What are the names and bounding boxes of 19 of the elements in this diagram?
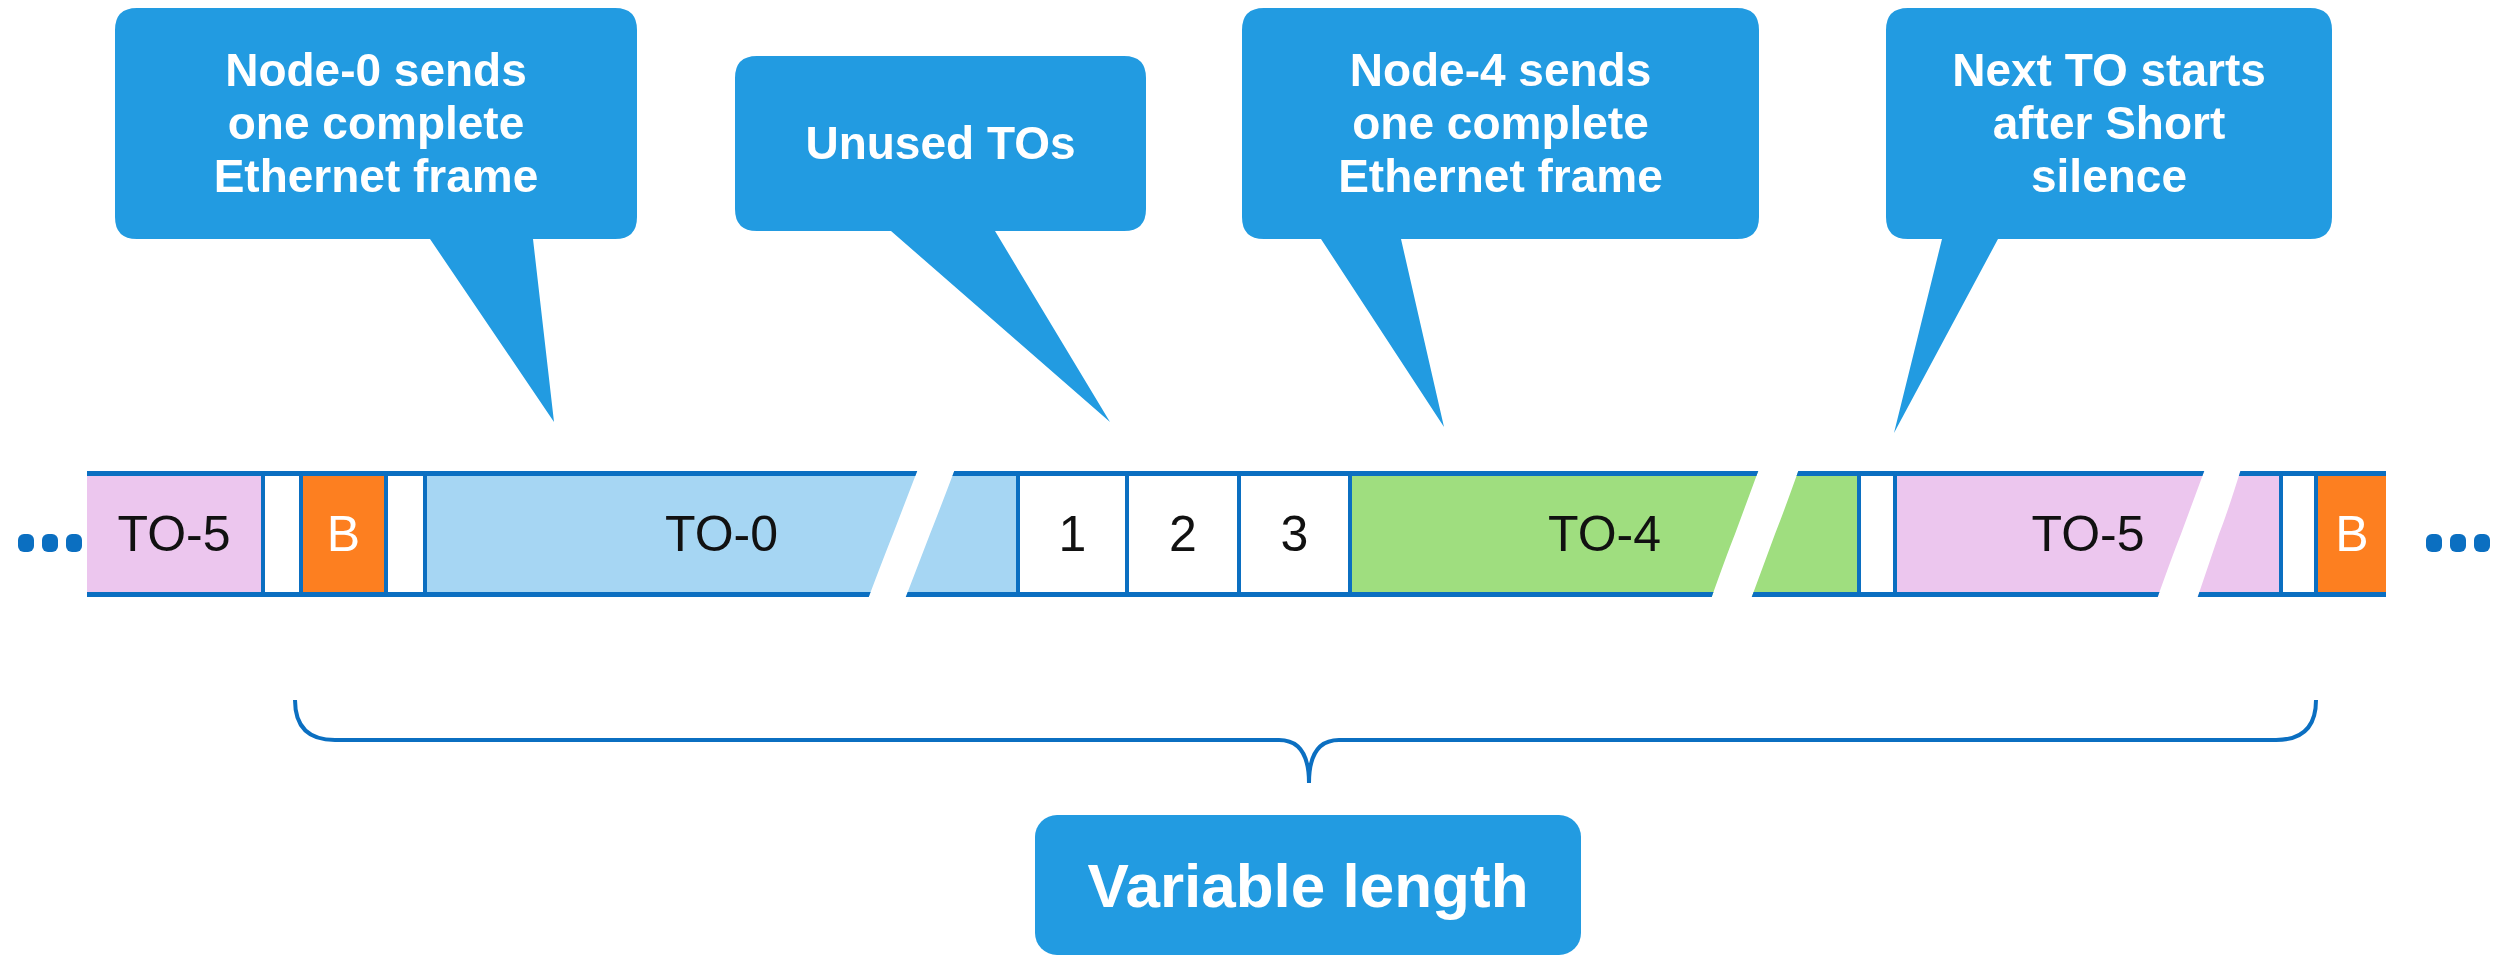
callout-text: Next TO starts after Short silence	[1951, 44, 2267, 203]
slot-label: 3	[1280, 505, 1309, 563]
slot-label: TO-4	[1548, 505, 1661, 563]
speech-bubble	[115, 8, 637, 422]
speech-bubble	[1242, 8, 1759, 427]
slot-label: B	[326, 505, 361, 563]
slot-label: 1	[1058, 505, 1087, 563]
speech-bubble	[735, 56, 1146, 422]
slot-label: 2	[1169, 505, 1197, 563]
slot-label: TO-5	[117, 505, 231, 563]
callout-text: Node-4 sends one complete Ethernet frame	[1337, 44, 1664, 203]
callout-text: Node-0 sends one complete Ethernet frame	[212, 44, 540, 203]
label-box	[1035, 815, 1581, 955]
speech-bubble	[1886, 8, 2332, 433]
slot-label: TO-5	[2031, 505, 2145, 563]
slot-label: B	[2335, 505, 2369, 563]
callout-text: Unused TOs	[804, 117, 1077, 170]
slot-label: TO-0	[665, 505, 778, 563]
box-label: Variable length	[1087, 849, 1529, 921]
